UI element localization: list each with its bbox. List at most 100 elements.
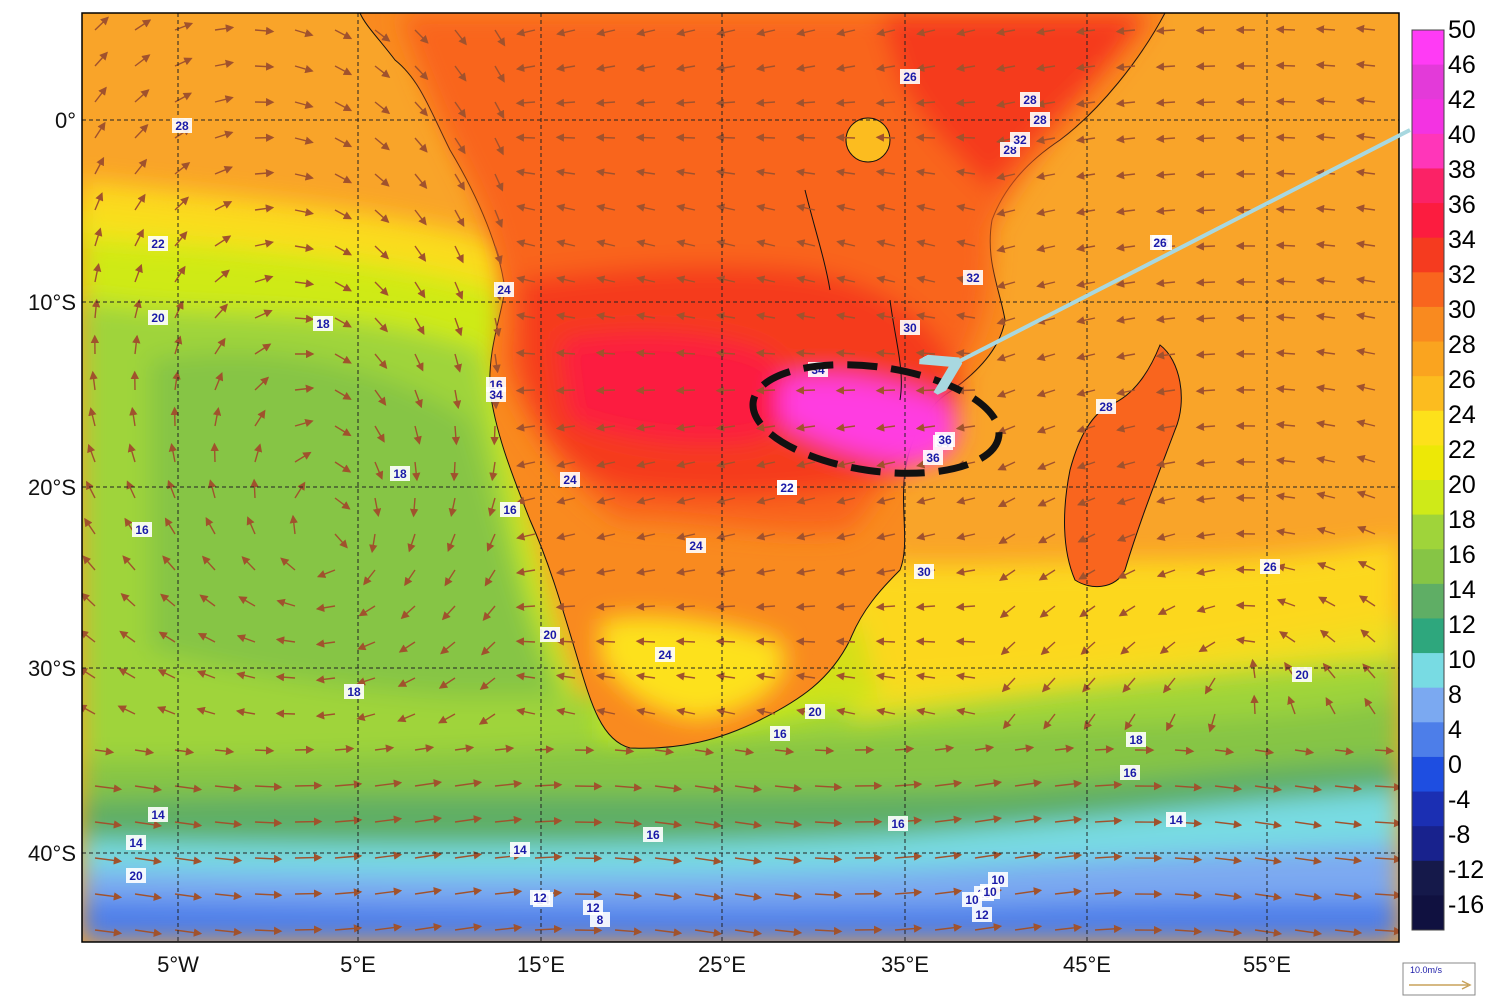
wind-vector	[716, 460, 736, 469]
contour-label: 10	[983, 885, 997, 899]
wind-vector	[1116, 533, 1136, 542]
wind-vector	[676, 460, 696, 469]
wind-vector	[246, 516, 256, 535]
wind-vector	[915, 98, 936, 107]
wind-vector	[1275, 277, 1296, 286]
wind-vector	[1334, 856, 1363, 865]
wind-vector	[174, 265, 186, 283]
wind-vector	[995, 63, 1016, 73]
wind-vector	[675, 567, 696, 576]
wind-vector	[676, 532, 696, 541]
wind-vector	[1094, 924, 1123, 934]
wind-vector	[875, 63, 896, 72]
wind-vector	[1155, 98, 1176, 107]
wind-vector	[755, 312, 776, 321]
wind-vector	[595, 63, 616, 72]
wind-vector	[1075, 63, 1096, 72]
wind-vector	[480, 641, 496, 656]
wind-vector	[374, 461, 384, 480]
wind-vector	[487, 497, 497, 517]
wind-vector	[280, 557, 296, 571]
wind-vector	[82, 630, 96, 643]
contour-label: 18	[1129, 733, 1143, 747]
contour-label: 24	[497, 283, 511, 297]
wind-vector	[774, 783, 803, 793]
wind-vector	[1162, 677, 1176, 694]
wind-vector	[796, 532, 816, 541]
wind-vector	[556, 707, 576, 716]
wind-vector	[444, 569, 456, 587]
wind-vector	[515, 423, 536, 432]
wind-vector	[835, 386, 856, 395]
wind-vector	[515, 312, 536, 321]
wind-vector	[1054, 923, 1083, 933]
wind-vector	[451, 425, 461, 446]
wind-vector	[1115, 388, 1136, 397]
wind-vector	[1275, 97, 1296, 106]
wind-vector	[1275, 527, 1296, 537]
wind-vector	[916, 28, 936, 37]
wind-vector	[294, 889, 323, 898]
wind-vector	[876, 532, 896, 541]
wind-vector	[1207, 713, 1216, 733]
wind-vector	[795, 63, 816, 72]
wind-vector	[1155, 134, 1176, 143]
wind-vector	[494, 887, 523, 897]
contour-label-bg	[686, 538, 706, 553]
wind-vector	[1360, 629, 1376, 643]
wind-vector	[555, 133, 576, 142]
wind-vector	[635, 423, 656, 432]
wind-vector	[1174, 783, 1203, 792]
wind-vector	[254, 782, 283, 792]
wind-vector	[1037, 497, 1056, 507]
wind-vector	[1315, 25, 1336, 34]
wind-vector	[294, 925, 323, 934]
wind-vector	[835, 637, 856, 646]
wind-vector	[454, 744, 475, 753]
wind-vector	[254, 818, 283, 828]
colorbar-swatch	[1412, 895, 1444, 931]
wind-vector	[555, 312, 576, 321]
wind-vector	[995, 100, 1016, 109]
colorbar-swatch	[1412, 826, 1444, 862]
wind-vector	[134, 892, 163, 901]
contour-label: 32	[966, 271, 980, 285]
colorbar-label: 12	[1448, 611, 1476, 639]
wind-vector	[493, 317, 502, 337]
wind-vector	[555, 672, 576, 681]
wind-vector	[1294, 856, 1323, 865]
wind-vector	[1076, 388, 1096, 397]
wind-vector	[1249, 658, 1258, 679]
contour-label: 14	[513, 843, 527, 857]
wind-vector	[915, 133, 936, 142]
wind-vector	[214, 855, 243, 865]
wind-vector	[374, 173, 390, 187]
wind-vector	[1355, 168, 1376, 177]
wind-vector	[534, 924, 563, 934]
wind-vector	[438, 713, 456, 724]
wind-vector	[1036, 353, 1056, 362]
wind-vector	[1039, 605, 1056, 618]
contour-label: 26	[903, 70, 917, 84]
wind-vector	[1014, 923, 1043, 932]
wind-vector	[796, 460, 816, 469]
contour-label: 28	[175, 119, 189, 133]
wind-vector	[334, 780, 363, 789]
wind-vector	[596, 203, 616, 212]
wind-vector	[956, 532, 976, 541]
wind-vector	[315, 711, 336, 720]
wind-vector	[875, 672, 896, 681]
contour-label: 28	[1099, 400, 1113, 414]
wind-vector	[214, 269, 230, 283]
wind-vector	[94, 16, 109, 31]
wind-vector	[84, 517, 96, 535]
wind-vector	[454, 779, 483, 788]
wind-vector	[876, 275, 896, 284]
wind-vector	[1077, 533, 1096, 543]
contour-label: 12	[975, 908, 989, 922]
wind-vector	[1014, 851, 1043, 860]
wind-vector	[556, 239, 576, 248]
wind-vector	[214, 130, 234, 139]
wind-vector	[595, 312, 616, 321]
wind-vector	[1195, 494, 1216, 504]
